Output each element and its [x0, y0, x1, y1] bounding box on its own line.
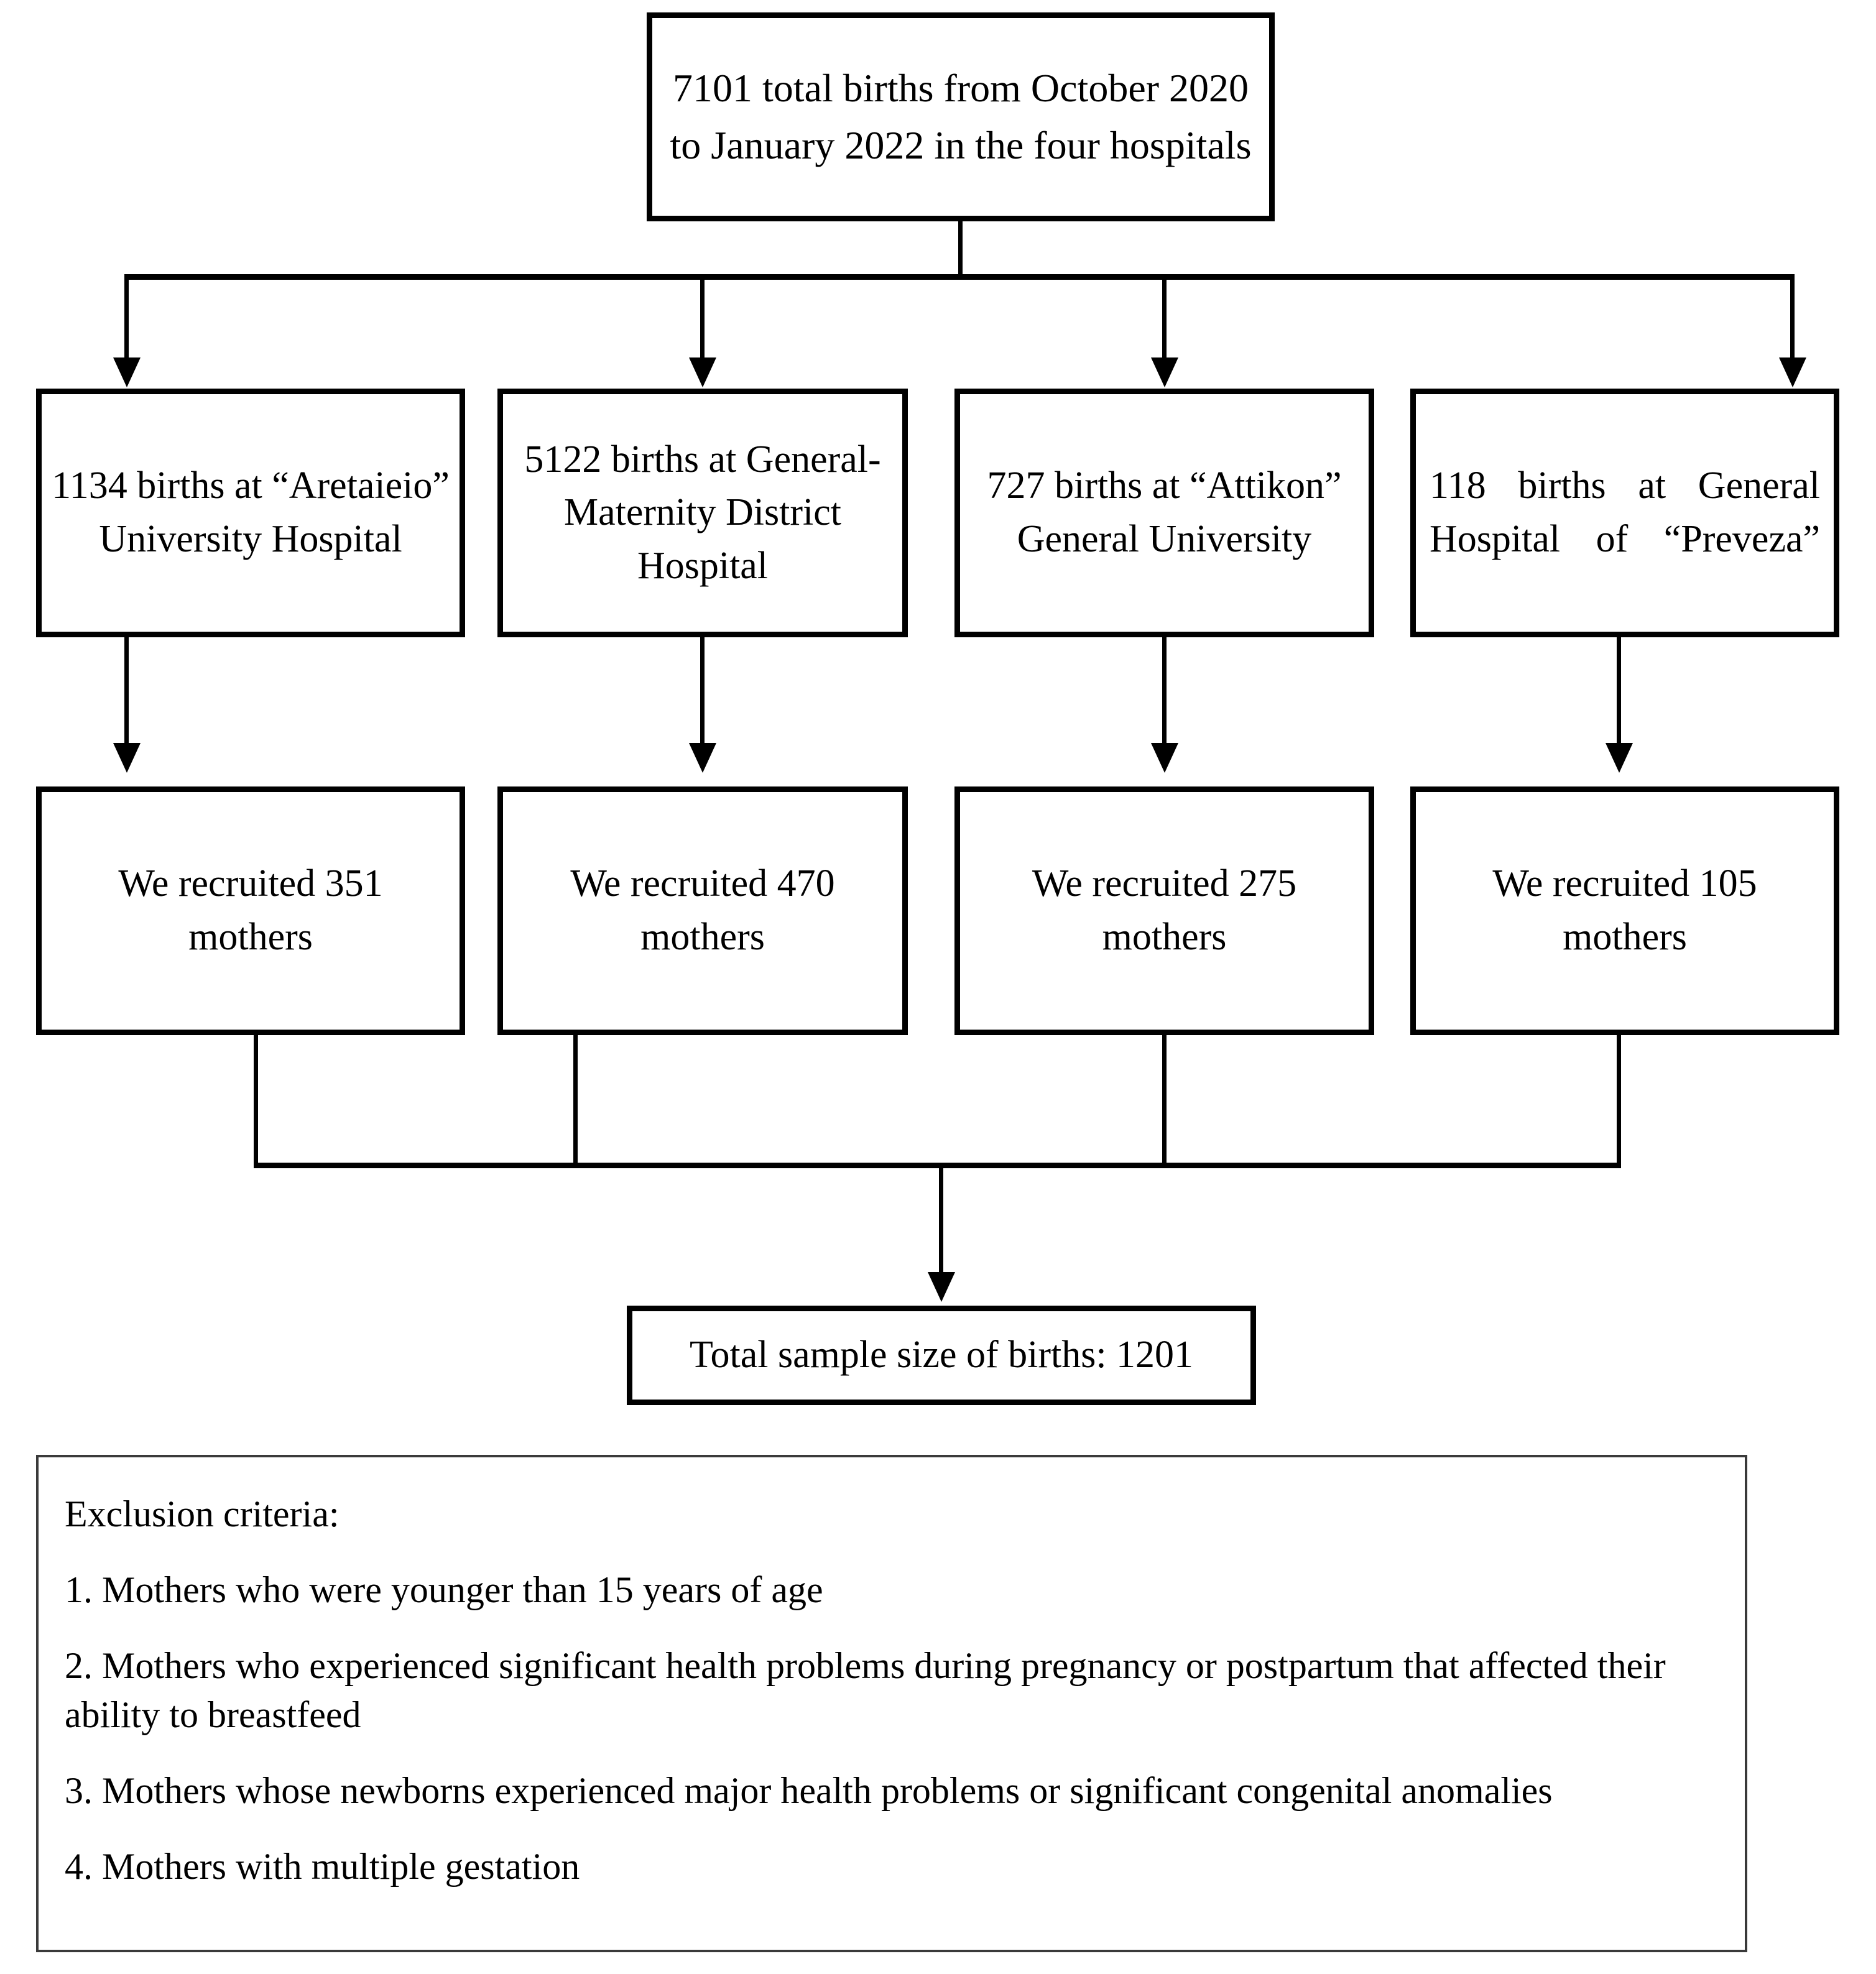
arrowhead-hospital-4 [1779, 357, 1806, 387]
connector-merge-stem-2 [573, 1035, 578, 1167]
node-recruited-1-label: We recruited 351 mothers [118, 862, 383, 958]
node-recruited-3-label: We recruited 275 mothers [1032, 862, 1297, 958]
connector-drop-hospital-2 [700, 274, 705, 361]
exclusion-item-2: 2. Mothers who experienced significant h… [65, 1644, 1666, 1736]
connector-merge-stem-1 [254, 1035, 258, 1167]
exclusion-heading: Exclusion criteria: [65, 1493, 340, 1534]
connector-hospital-4-to-recruited-4 [1617, 637, 1621, 747]
connector-drop-hospital-3 [1162, 274, 1167, 361]
node-hospital-2: 5122 births at General-Maternity Distric… [497, 389, 908, 637]
node-total-births: 7101 total births from October 2020 to J… [647, 12, 1275, 221]
exclusion-item-4: 4. Mothers with multiple gestation [65, 1845, 580, 1887]
node-recruited-4-label: We recruited 105 mothers [1492, 862, 1757, 958]
connector-merge-bus [254, 1163, 1621, 1168]
arrowhead-hospital-3 [1151, 357, 1178, 387]
connector-merge-stem-4 [1617, 1035, 1621, 1167]
connector-drop-hospital-1 [124, 274, 129, 361]
exclusion-item-1: 1. Mothers who were younger than 15 year… [65, 1569, 823, 1610]
connector-hospital-1-to-recruited-1 [124, 637, 129, 747]
node-hospital-2-label: 5122 births at General-Maternity Distric… [524, 438, 881, 587]
connector-hospital-3-to-recruited-3 [1162, 637, 1167, 747]
node-total-sample: Total sample size of births: 1201 [627, 1306, 1256, 1405]
connector-total-stem [939, 1163, 943, 1276]
connector-top-bus [124, 274, 1795, 280]
connector-hospital-2-to-recruited-2 [700, 637, 705, 747]
connector-merge-stem-3 [1162, 1035, 1167, 1167]
node-hospital-3: 727 births at “Attikon” General Universi… [954, 389, 1374, 637]
exclusion-criteria-panel: Exclusion criteria: 1. Mothers who were … [36, 1455, 1747, 1952]
node-hospital-4: 118 births at General Hospital of “Preve… [1410, 389, 1839, 637]
node-hospital-1-label: 1134 births at “Aretaieio” University Ho… [52, 464, 450, 560]
node-total-births-label: 7101 total births from October 2020 to J… [670, 65, 1252, 167]
node-recruited-1: We recruited 351 mothers [36, 786, 465, 1035]
arrowhead-recruited-1 [113, 743, 141, 773]
arrowhead-hospital-2 [689, 357, 716, 387]
node-hospital-4-label: 118 births at General Hospital of “Preve… [1430, 464, 1820, 560]
node-recruited-2: We recruited 470 mothers [497, 786, 908, 1035]
node-hospital-1: 1134 births at “Aretaieio” University Ho… [36, 389, 465, 637]
arrowhead-hospital-1 [113, 357, 141, 387]
exclusion-item-3: 3. Mothers whose newborns experienced ma… [65, 1770, 1553, 1812]
node-recruited-3: We recruited 275 mothers [954, 786, 1374, 1035]
node-recruited-4: We recruited 105 mothers [1410, 786, 1839, 1035]
connector-root-stem [958, 221, 963, 277]
arrowhead-recruited-3 [1151, 743, 1178, 773]
arrowhead-recruited-4 [1606, 743, 1633, 773]
arrowhead-recruited-2 [689, 743, 716, 773]
node-recruited-2-label: We recruited 470 mothers [570, 862, 835, 958]
node-hospital-3-label: 727 births at “Attikon” General Universi… [987, 464, 1342, 560]
connector-drop-hospital-4 [1790, 274, 1795, 361]
node-total-sample-label: Total sample size of births: 1201 [689, 1334, 1194, 1377]
arrowhead-total [928, 1272, 955, 1302]
